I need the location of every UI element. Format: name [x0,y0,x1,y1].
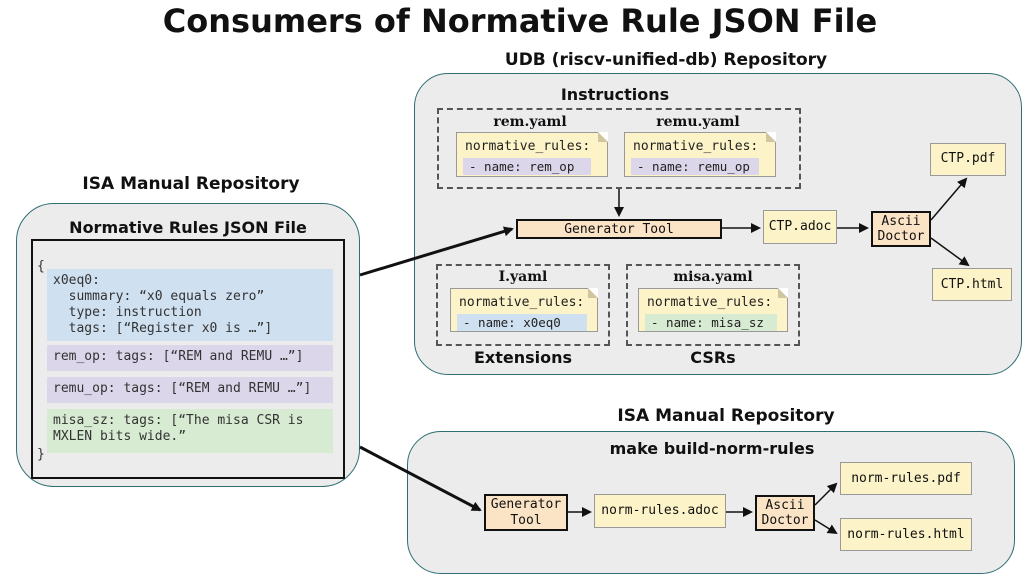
udb-generator-tool: Generator Tool [516,219,722,239]
i-yaml-key: normative_rules: [459,295,585,310]
rem-yaml-note: normative_rules: - name: rem_op [456,132,608,177]
ctp-adoc-doc: CTP.adoc [763,210,837,244]
isa-generator-line2: Tool [510,513,542,528]
i-yaml-title: I.yaml [498,269,548,285]
arrow-json-to-udb-generator [359,226,514,277]
left-repo-heading: ISA Manual Repository [82,174,300,194]
udb-heading: UDB (riscv-unified-db) Repository [504,50,828,70]
json-code-line: misa_sz: tags: [“The misa CSR is [53,413,304,428]
json-code-line: tags: [“Register x0 is …”] [53,321,273,336]
isa-repo-heading: ISA Manual Repository [617,406,835,426]
json-code-line: summary: “x0 equals zero” [53,289,265,304]
i-yaml-value: - name: x0eq0 [457,314,587,331]
remu-yaml-key: normative_rules: [633,139,759,154]
remu-yaml-note: normative_rules: - name: remu_op [624,132,776,177]
json-block-x0eq0: x0eq0: summary: “x0 equals zero” type: i… [47,269,333,341]
note-fold-corner [598,132,608,142]
extensions-label: Extensions [473,348,573,367]
json-file-box: { x0eq0: summary: “x0 equals zero” type:… [31,239,345,479]
json-code-line: remu_op: tags: [“REM and REMU …”] [53,381,312,396]
rem-yaml-key: normative_rules: [465,139,591,154]
arrow-json-to-isa-generator [359,445,482,512]
i-yaml-note: normative_rules: - name: x0eq0 [450,288,598,332]
json-file-heading: Normative Rules JSON File [69,218,307,237]
udb-asciidoctor-line1: Ascii [881,214,921,229]
isa-asciidoctor-line2: Doctor [761,513,809,528]
json-block-rem-op: rem_op: tags: [“REM and REMU …”] [47,345,333,371]
isa-generator-line1: Generator [490,497,562,512]
json-open-brace: { [37,259,45,274]
arrow-isa-asciidoctor-to-html [814,519,838,535]
json-code-line: type: instruction [53,305,202,320]
udb-asciidoctor: Ascii Doctor [871,211,931,247]
arrow-isa-asciidoctor-to-pdf [814,482,838,506]
instructions-group [437,108,801,189]
arrow-asciidoctor-to-ctp-html [930,237,970,267]
note-fold-corner [588,288,598,298]
isa-asciidoctor: Ascii Doctor [755,495,815,531]
note-fold-corner [778,288,788,298]
remu-yaml-value: - name: remu_op [631,158,759,175]
rem-yaml-title: rem.yaml [493,114,567,130]
ctp-html-doc: CTP.html [932,268,1012,301]
misa-yaml-note: normative_rules: - name: misa_sz [638,288,788,332]
page-title: Consumers of Normative Rule JSON File [162,2,878,40]
extensions-group [436,264,610,346]
misa-yaml-title: misa.yaml [673,269,753,285]
json-code-line: x0eq0: [53,273,100,288]
instructions-label: Instructions [560,85,670,104]
json-block-remu-op: remu_op: tags: [“REM and REMU …”] [47,377,333,403]
norm-rules-pdf-doc: norm-rules.pdf [840,462,972,495]
udb-asciidoctor-line2: Doctor [877,229,925,244]
norm-rules-html-doc: norm-rules.html [840,518,972,551]
note-fold-corner [766,132,776,142]
json-code-line: MXLEN bits wide.” [53,429,187,444]
json-code-line: rem_op: tags: [“REM and REMU …”] [53,349,304,364]
remu-yaml-title: remu.yaml [656,114,740,130]
misa-yaml-value: - name: misa_sz [645,314,777,331]
isa-asciidoctor-line1: Ascii [765,498,805,513]
make-build-norm-rules-label: make build-norm-rules [609,439,815,458]
csrs-group [626,264,800,346]
isa-generator-tool: Generator Tool [484,494,568,531]
ctp-pdf-doc: CTP.pdf [930,143,1006,176]
misa-yaml-key: normative_rules: [647,295,773,310]
rem-yaml-value: - name: rem_op [463,158,591,175]
arrow-asciidoctor-to-ctp-pdf [930,177,968,221]
csrs-label: CSRs [690,348,736,367]
norm-rules-adoc-doc: norm-rules.adoc [594,494,726,528]
json-close-brace: } [37,447,45,462]
